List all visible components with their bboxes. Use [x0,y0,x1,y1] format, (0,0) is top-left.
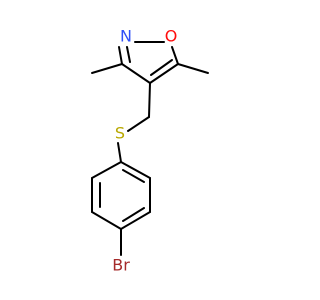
bond-ar4-ar5 [91,211,122,230]
bond-ar1-ar2-inner [122,169,145,183]
bond-ar3-ar4-inner [122,207,145,222]
nitrogen-atom-label: N [120,27,132,46]
bond-ar3-ar4 [120,211,151,230]
bond-c4-c5-double [150,59,173,76]
bond-c4-c5 [149,63,179,84]
bond-n-c3 [118,46,123,65]
bond-ar6-ar1 [91,161,122,179]
bond-n-c3-double [126,46,131,63]
oxygen-atom-label: O [165,27,178,46]
sulfur-atom-label: S [115,124,125,143]
bond-c3-methyl [91,63,123,74]
bond-c4-ch2 [148,82,151,118]
structure-diagram: N O S Br [91,27,209,275]
bond-ar1-ar2 [120,161,151,179]
bond-ch2-s [127,116,150,132]
bond-c3-c4 [121,63,151,84]
bond-s-phenyl [117,142,122,163]
bond-c5-methyl [177,63,209,74]
bromine-atom-label: Br [112,256,130,275]
molecule-canvas: N O S Br [91,27,209,275]
bond-c5-o [171,46,179,65]
